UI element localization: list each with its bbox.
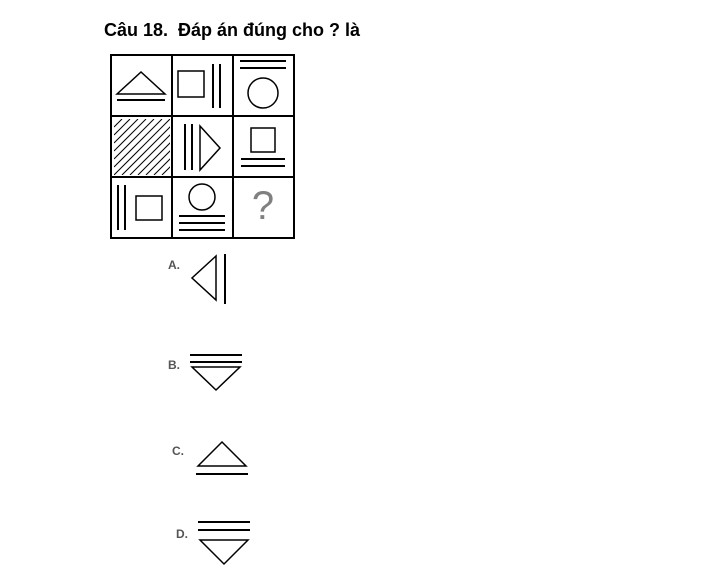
vertical-line-with-triangle-right-icon [184, 124, 222, 172]
option-b[interactable] [186, 350, 246, 394]
option-b-label[interactable]: B. [168, 358, 180, 372]
square-with-two-vertical-lines-icon [177, 64, 221, 108]
two-lines-over-triangle-down-icon [198, 521, 250, 566]
two-lines-over-circle-icon [240, 60, 286, 109]
option-d[interactable] [194, 516, 254, 570]
circle-over-three-lines-icon [179, 183, 225, 231]
triangle-up-over-line-icon [196, 440, 248, 475]
two-lines-over-triangle-down-icon [190, 354, 242, 392]
option-a-label[interactable]: A. [168, 258, 180, 272]
hatched-square-icon [114, 119, 170, 175]
missing-cell-question-mark: ? [252, 184, 274, 228]
triangle-left-with-vertical-line-icon [190, 254, 226, 304]
option-d-label[interactable]: D. [176, 527, 188, 541]
puzzle-grid: ? [110, 54, 296, 240]
grid-frame [110, 54, 295, 239]
triangle-up-over-line-icon [115, 70, 167, 101]
option-a[interactable] [186, 252, 236, 306]
two-vertical-lines-with-square-icon [117, 185, 163, 230]
question-title: Câu 18. Đáp án đúng cho ? là [104, 20, 361, 40]
option-c-label[interactable]: C. [172, 444, 184, 458]
square-over-two-lines-icon [241, 127, 285, 167]
option-c[interactable] [192, 432, 252, 480]
